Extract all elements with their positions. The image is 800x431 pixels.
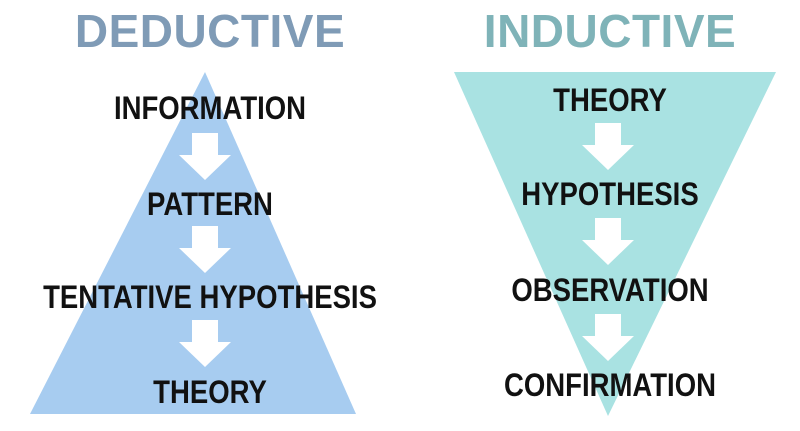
inductive-panel: INDUCTIVE THEORY HYPOTHESIS OBSERVATION … — [420, 0, 800, 431]
inductive-step-observation: OBSERVATION — [511, 272, 709, 308]
deductive-panel: DEDUCTIVE INFORMATION PATTERN TENTATIVE … — [30, 5, 377, 414]
deductive-step-information: INFORMATION — [113, 90, 307, 126]
down-arrow-icon — [582, 314, 634, 361]
down-arrow-icon — [179, 226, 231, 273]
inductive-step-hypothesis: HYPOTHESIS — [521, 176, 699, 212]
down-arrow-icon — [179, 320, 231, 367]
down-arrow-icon — [582, 123, 634, 170]
inductive-step-confirmation: CONFIRMATION — [504, 367, 716, 403]
deductive-step-theory: THEORY — [153, 374, 267, 410]
down-arrow-icon — [179, 133, 231, 180]
down-arrow-icon — [582, 218, 634, 265]
deductive-heading: DEDUCTIVE — [74, 5, 346, 57]
deductive-step-pattern: PATTERN — [147, 186, 273, 222]
inductive-heading: INDUCTIVE — [483, 5, 737, 57]
inductive-step-theory: THEORY — [553, 82, 667, 118]
deductive-step-tentative-hypothesis: TENTATIVE HYPOTHESIS — [43, 279, 377, 315]
